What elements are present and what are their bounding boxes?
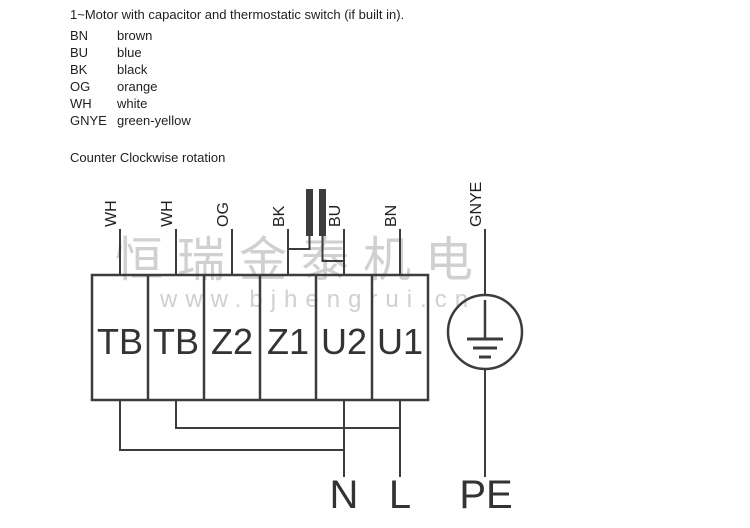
supply-label-earth: PE	[459, 473, 513, 517]
wire-label-wh-1: WH	[103, 200, 120, 227]
watermark-url: www.bjhengrui.cn	[160, 286, 477, 313]
legend-row: BN brown	[70, 27, 152, 44]
terminal-z2: Z2	[210, 321, 253, 362]
legend-name: brown	[117, 28, 153, 43]
legend-name: orange	[117, 79, 158, 94]
legend-code: WH	[70, 96, 92, 111]
legend-code: BK	[70, 62, 88, 77]
earth-symbol	[446, 293, 524, 477]
legend-row: WH white	[70, 95, 147, 112]
terminal-u1: U1	[376, 321, 424, 362]
legend-code: BU	[70, 45, 89, 60]
supply-label-neutral: N	[329, 473, 359, 517]
legend-name: white	[117, 96, 148, 111]
terminal-block	[90, 273, 430, 402]
supply-label-line: L	[388, 473, 412, 517]
wire-label-og: OG	[215, 202, 232, 227]
wire-label-gnye: GNYE	[468, 181, 485, 227]
legend-code: BN	[70, 28, 89, 43]
watermark-brand: 恒瑞金泰机电	[115, 234, 488, 287]
terminal-tb-2: TB	[152, 321, 199, 362]
legend-name: blue	[117, 45, 142, 60]
legend-row: BK black	[70, 61, 147, 78]
diagram-title: 1~Motor with capacitor and thermostatic …	[70, 7, 405, 22]
wire-label-wh-2: WH	[159, 200, 176, 227]
motor-wires	[119, 229, 486, 295]
wire-label-bn: BN	[383, 204, 400, 227]
capacitor-symbol	[289, 189, 343, 262]
legend-row: GNYE green-yellow	[70, 112, 191, 129]
terminal-tb-1: TB	[96, 321, 143, 362]
terminal-z1: Z1	[266, 321, 309, 362]
legend-row: BU blue	[70, 44, 142, 61]
legend-code: OG	[70, 79, 91, 94]
legend-code: GNYE	[70, 113, 107, 128]
wire-label-bu: BU	[327, 204, 344, 227]
supply-wires	[119, 400, 401, 477]
legend-row: OG orange	[70, 78, 157, 95]
legend-name: green-yellow	[117, 113, 191, 128]
wire-label-bk: BK	[271, 205, 288, 227]
legend-name: black	[117, 62, 148, 77]
rotation-direction-label: Counter Clockwise rotation	[70, 150, 226, 165]
terminal-u2: U2	[320, 321, 368, 362]
